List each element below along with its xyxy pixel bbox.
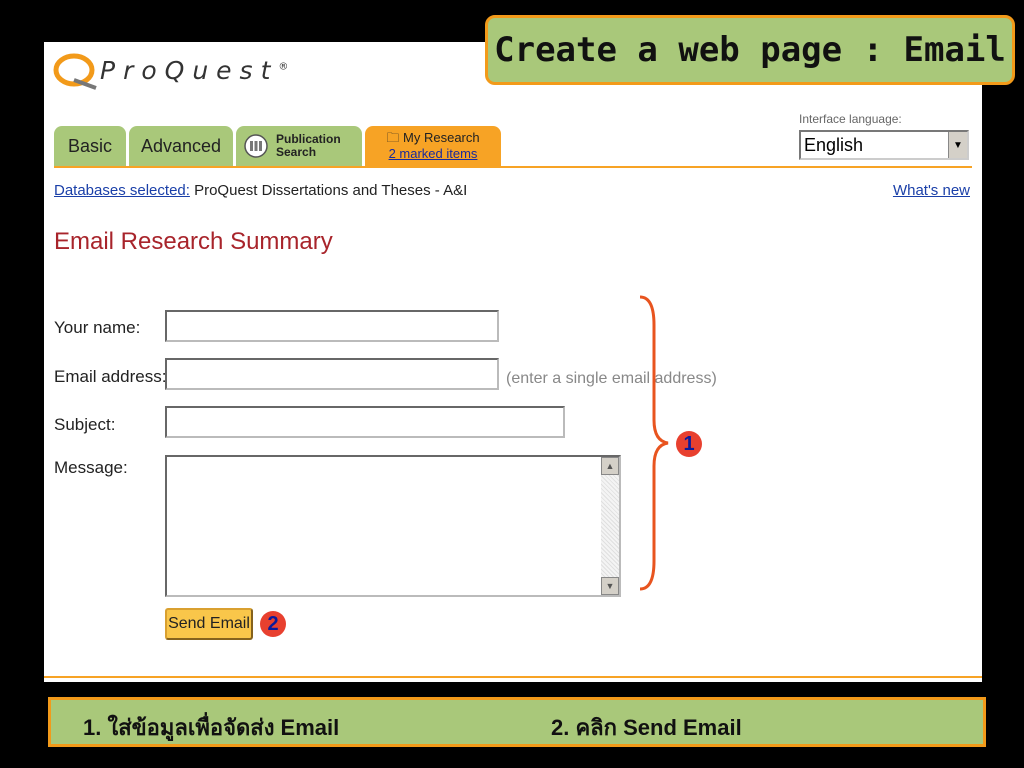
your-name-label: Your name:: [54, 318, 141, 337]
databases-value: ProQuest Dissertations and Theses - A&I: [194, 182, 468, 199]
step-two-badge: 2: [260, 611, 286, 637]
email-address-input[interactable]: [165, 358, 499, 390]
email-address-label: Email address:: [54, 367, 167, 386]
send-email-button[interactable]: Send Email: [165, 608, 253, 640]
step-one-badge: 1: [676, 431, 702, 457]
scroll-down-icon[interactable]: ▼: [601, 577, 619, 595]
tab-divider: [54, 166, 972, 168]
logo-text: ProQuest®: [100, 55, 289, 85]
databases-line: Databases selected: ProQuest Dissertatio…: [54, 182, 970, 199]
page-title: Email Research Summary: [54, 228, 333, 255]
slide-title: Create a web page : Email: [485, 15, 1015, 85]
email-hint: (enter a single email address): [506, 370, 717, 387]
dropdown-arrow-icon[interactable]: ▼: [948, 132, 967, 158]
folder-icon: 🗀: [386, 130, 400, 145]
tab-basic[interactable]: Basic: [54, 126, 126, 166]
databases-selected-link[interactable]: Databases selected:: [54, 182, 190, 199]
proquest-q-icon: [53, 53, 97, 90]
tab-advanced[interactable]: Advanced: [129, 126, 233, 166]
browser-page: ProQuest® Basic Advanced Publication Sea…: [44, 42, 982, 682]
subject-label: Subject:: [54, 415, 116, 434]
search-tabs: Basic Advanced Publication Search 🗀 My R…: [54, 122, 504, 166]
your-name-input[interactable]: [165, 310, 499, 342]
whats-new-link[interactable]: What's new: [892, 182, 970, 199]
message-textarea[interactable]: ▲ ▼: [165, 455, 621, 597]
tab-my-research[interactable]: 🗀 My Research 2 marked items: [365, 126, 501, 166]
tab-publication-search[interactable]: Publication Search: [236, 126, 362, 166]
subject-input[interactable]: [165, 406, 565, 438]
step-two-text: 2. คลิก Send Email: [551, 715, 742, 740]
proquest-logo[interactable]: ProQuest®: [52, 50, 288, 90]
step-one-text: 1. ใส่ข้อมูลเพื่อจัดส่ง Email: [83, 715, 340, 740]
marked-items-link[interactable]: 2 marked items: [388, 146, 478, 161]
scroll-up-icon[interactable]: ▲: [601, 457, 619, 475]
message-label: Message:: [54, 458, 128, 477]
bottom-divider: [44, 676, 982, 678]
instruction-footer: 1. ใส่ข้อมูลเพื่อจัดส่ง Email 2. คลิก Se…: [48, 697, 986, 747]
interface-language-select[interactable]: English ▼: [799, 130, 969, 160]
form-bracket: [639, 295, 669, 591]
message-scrollbar[interactable]: ▲ ▼: [601, 457, 619, 595]
interface-language-label: Interface language:: [799, 112, 902, 126]
publication-icon: [244, 134, 268, 158]
